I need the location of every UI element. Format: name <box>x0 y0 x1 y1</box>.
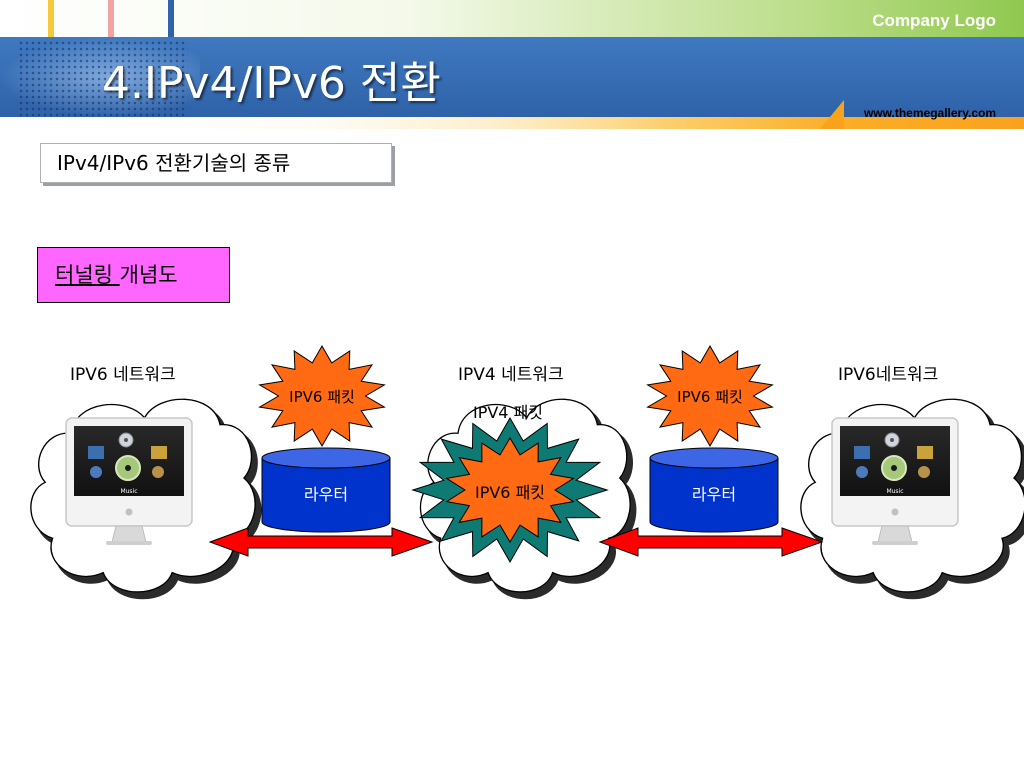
middle-network-label: IPV4 네트워크 <box>458 365 564 385</box>
tunneling-concept-label: 터널링 개념도 <box>37 247 230 303</box>
website-url: www.themegallery.com <box>863 106 996 120</box>
left-network-label: IPV6 네트워크 <box>70 365 176 385</box>
left-packet-starburst <box>258 344 386 448</box>
left-computer-icon: Music <box>65 417 193 546</box>
right-network-label: IPV6네트워크 <box>838 365 939 385</box>
accent-stripe-yellow <box>48 0 54 37</box>
left-packet-label: IPV6 패킷 <box>289 388 355 406</box>
dot-pattern-decoration <box>18 40 188 118</box>
right-packet-label: IPV6 패킷 <box>677 388 743 406</box>
right-router-label: 라우터 <box>692 485 736 504</box>
tunneling-diagram: Music Music 라우터 라우터 IPV6 패킷 IPV6 패킷 IPV4… <box>30 344 1024 600</box>
subtitle-text: IPv4/IPv6 전환기술의 종류 <box>57 151 291 175</box>
right-computer-icon: Music <box>831 417 959 546</box>
subtitle-box: IPv4/IPv6 전환기술의 종류 <box>40 143 392 183</box>
concept-diagram-word: 개념도 <box>119 263 178 287</box>
left-double-arrow <box>208 527 434 557</box>
page-title: 4.IPv4/IPv6 전환 <box>102 58 441 109</box>
inner-packet-starburst <box>445 437 575 543</box>
left-router: 라우터 <box>261 447 391 533</box>
tunnel-packet-label: IPV4 패킷 <box>473 403 543 422</box>
left-computer-screen-label: Music <box>120 488 137 495</box>
right-router: 라우터 <box>649 447 779 533</box>
top-strip <box>0 0 1024 37</box>
right-double-arrow <box>598 527 824 557</box>
company-logo: Company Logo <box>872 11 996 30</box>
accent-stripe-pink <box>108 0 114 37</box>
accent-stripe-blue <box>168 0 174 37</box>
inner-packet-label: IPV6 패킷 <box>475 483 545 502</box>
right-packet-starburst <box>646 344 774 448</box>
left-router-label: 라우터 <box>304 485 348 504</box>
tunneling-word: 터널링 <box>55 263 120 287</box>
right-computer-screen-label: Music <box>886 488 903 495</box>
bar-notch <box>820 100 844 129</box>
